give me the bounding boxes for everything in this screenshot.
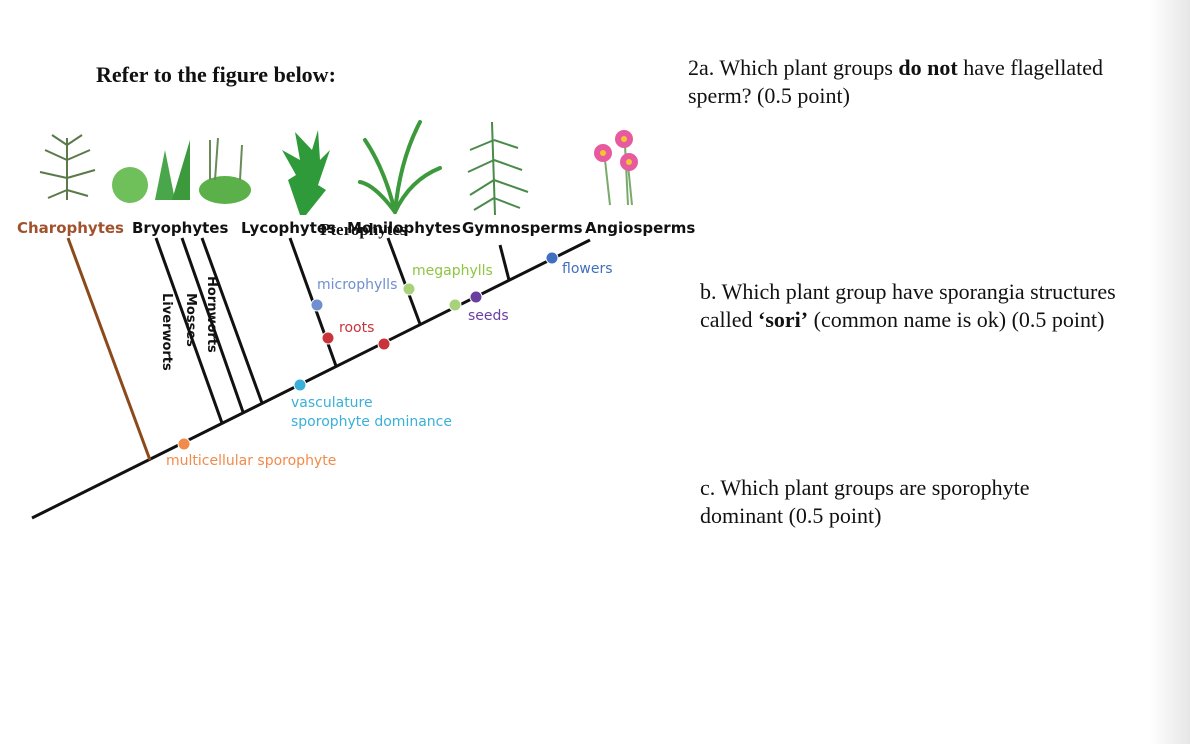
gymnosperm-plant-illustration (467, 121, 529, 216)
tree-trunk (31, 238, 591, 520)
trait-roots: roots (339, 320, 374, 336)
question-b-text: called (700, 307, 759, 332)
hornworts-branch (200, 237, 264, 404)
tree-branches (31, 237, 591, 520)
marker-megaphylls (402, 282, 416, 296)
trait-sporophyte-dominance: sporophyte dominance (291, 414, 452, 430)
question-2a-line1: 2a. Which plant groups do not have flage… (688, 54, 1103, 82)
marker-flowers (545, 251, 559, 265)
angiosperm-plant-illustration (594, 130, 638, 206)
question-2a-text-end: have flagellated (957, 55, 1104, 80)
figure-heading: Refer to the figure below: (96, 62, 336, 87)
label-mosses: Mosses (183, 293, 198, 347)
trait-flowers: flowers (562, 261, 613, 277)
question-b-text-end: (common name is ok) (0.5 point) (808, 307, 1105, 332)
marker-multicellular-sporophyte (177, 437, 191, 451)
bryophyte-plant-illustration (112, 137, 251, 204)
question-b: b. Which plant group have sporangia stru… (700, 278, 1116, 334)
question-2a-line2: sperm? (0.5 point) (688, 83, 850, 108)
marker-vasculature (293, 378, 307, 392)
label-monilophytes: Monilophytes (347, 219, 461, 237)
question-2a-emphasis: do not (898, 55, 958, 80)
question-b-emphasis: ‘sori’ (758, 307, 809, 332)
trait-vasculature: vasculature (291, 395, 373, 411)
label-charophytes: Charophytes (17, 219, 124, 237)
question-2a: 2a. Which plant groups do not have flage… (688, 54, 1103, 110)
lycophyte-plant-illustration (282, 130, 330, 215)
trait-markers (177, 251, 559, 451)
charophytes-branch (66, 237, 152, 461)
trait-microphylls: microphylls (317, 277, 397, 293)
monilophytes-branch (386, 237, 422, 325)
charophyte-plant-illustration (39, 134, 96, 200)
label-gymnosperms: Gymnosperms (462, 219, 583, 237)
marker-seeds (469, 290, 483, 304)
phylogenetic-tree-diagram: Charophytes Bryophytes Lycophytes Monilo… (17, 120, 695, 520)
question-b-line2: called ‘sori’ (common name is ok) (0.5 p… (700, 306, 1116, 334)
label-angiosperms: Angiosperms (585, 219, 695, 237)
question-c-line1: c. Which plant groups are sporophyte (700, 475, 1030, 500)
label-lycophytes: Lycophytes (241, 219, 336, 237)
marker-roots (377, 337, 391, 351)
page-edge-shadow (1150, 0, 1190, 744)
label-pterophytes-overlay: Pterophytes (320, 220, 407, 239)
question-c-line2: dominant (0.5 point) (700, 503, 882, 528)
marker-roots-lycophyte (321, 331, 335, 345)
mosses-branch (180, 237, 245, 413)
label-hornworts: Hornworts (204, 276, 219, 353)
liverworts-branch (154, 237, 224, 424)
label-liverworts: Liverworts (159, 293, 174, 371)
marker-seeds-light (448, 298, 462, 312)
label-bryophytes: Bryophytes (132, 219, 228, 237)
question-b-line1: b. Which plant group have sporangia stru… (700, 279, 1116, 304)
marker-microphylls (310, 298, 324, 312)
gymnosperms-branch (498, 244, 511, 281)
trait-megaphylls: megaphylls (412, 263, 493, 279)
trait-seeds: seeds (468, 308, 509, 324)
monilophyte-plant-illustration (358, 120, 442, 214)
question-c: c. Which plant groups are sporophyte dom… (700, 474, 1030, 530)
question-2a-text: 2a. Which plant groups (688, 55, 899, 80)
trait-multicellular-sporophyte: multicellular sporophyte (166, 453, 336, 469)
